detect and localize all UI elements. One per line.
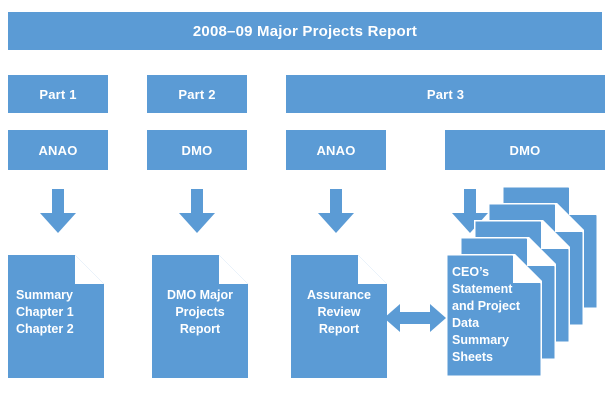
document-summary-text: Summary Chapter 1 Chapter 2 xyxy=(16,288,74,336)
part-3-box: Part 3 xyxy=(286,75,605,113)
arrow-left-right-icon xyxy=(384,300,446,336)
agency-label-anao-part3: ANAO xyxy=(316,142,356,158)
agency-label-anao-part1: ANAO xyxy=(38,142,78,158)
document-stack-text: CEO’s Statement and Project Data Summary… xyxy=(452,265,521,364)
page-title: 2008–09 Major Projects Report xyxy=(192,22,418,40)
agency-box-anao-part3: ANAO xyxy=(286,130,386,170)
document-assurance-text: Assurance Review Report xyxy=(307,288,371,336)
part-2-box: Part 2 xyxy=(147,75,247,113)
agency-label-dmo-part2: DMO xyxy=(181,142,213,158)
agency-box-dmo-part3: DMO xyxy=(445,130,605,170)
arrow-down-icon xyxy=(38,189,78,233)
document-summary: Summary Chapter 1 Chapter 2 xyxy=(8,255,104,378)
agency-box-dmo-part2: DMO xyxy=(147,130,247,170)
stack-sheet-front xyxy=(446,254,542,377)
agency-box-anao-part1: ANAO xyxy=(8,130,108,170)
arrow-down-icon xyxy=(316,189,356,233)
document-stack-ceo-statement: CEO’s Statement and Project Data Summary… xyxy=(446,186,606,382)
part-1-box: Part 1 xyxy=(8,75,108,113)
arrow-down-icon xyxy=(177,189,217,233)
document-assurance-review-report: Assurance Review Report xyxy=(291,255,387,378)
part-3-label: Part 3 xyxy=(426,86,465,102)
part-1-label: Part 1 xyxy=(39,86,77,102)
part-2-label: Part 2 xyxy=(178,86,216,102)
document-dmo-major-projects-report: DMO Major Projects Report xyxy=(152,255,248,378)
agency-label-dmo-part3: DMO xyxy=(509,142,541,158)
document-dmo-text: DMO Major Projects Report xyxy=(167,288,233,336)
report-title-bar: 2008–09 Major Projects Report xyxy=(8,12,602,50)
